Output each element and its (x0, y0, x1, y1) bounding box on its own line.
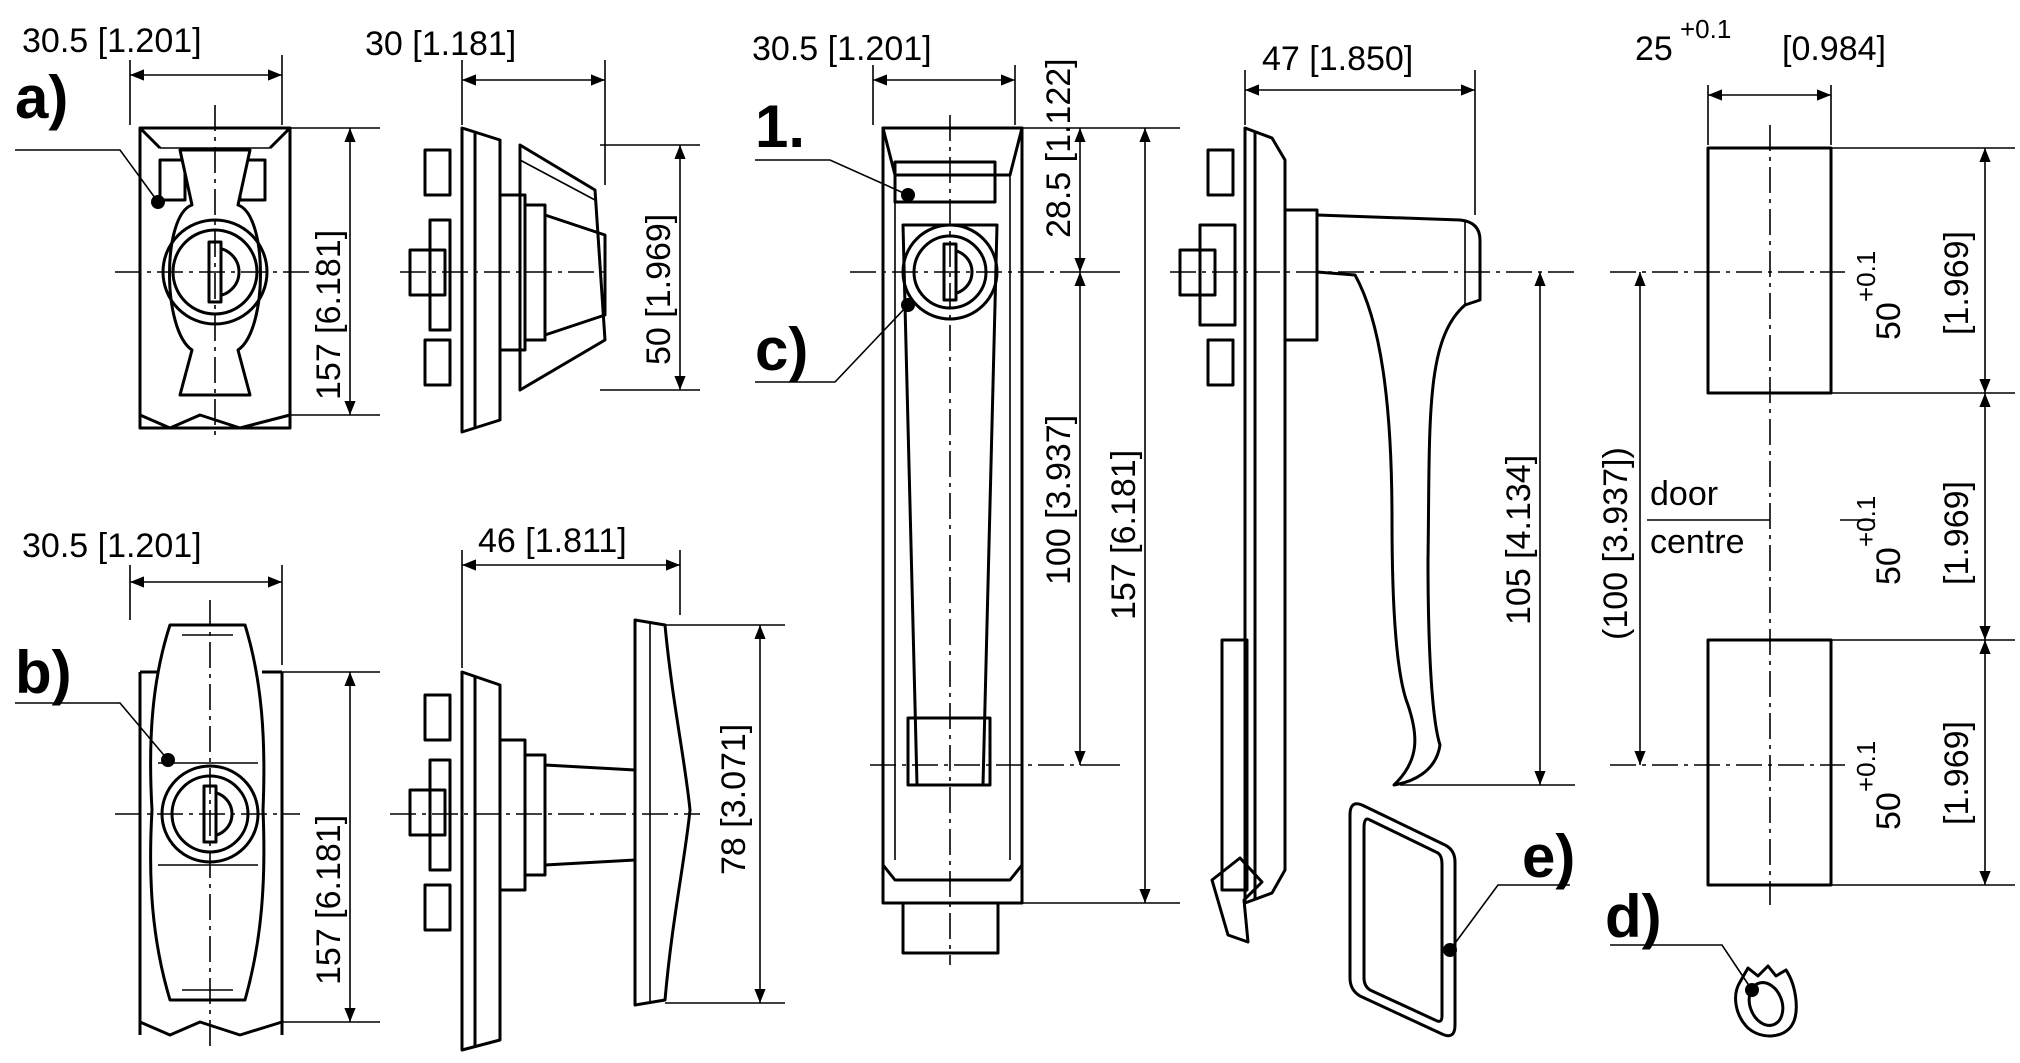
dim-b-width-text: 30.5 [1.201] (22, 527, 202, 565)
dim-cutout-height-2-tol: +0.1 (1851, 496, 1881, 547)
dim-c-mid-text: 100 [3.937] (1040, 415, 1078, 585)
dim-cutout-height-2-value: 50 (1870, 547, 1908, 585)
label-one: 1. (755, 93, 805, 160)
dim-b-height-text: 157 [6.181] (310, 815, 348, 985)
dim-b-width: 30.5 [1.201] (22, 527, 283, 665)
dim-cutout-height-3-tol: +0.1 (1851, 741, 1881, 792)
view-b-front (15, 600, 300, 1050)
view-a-front (15, 105, 320, 440)
dim-a-height: 157 [6.181] (290, 127, 380, 416)
dim-cutout-spacing: (100 [3.937]) (1597, 272, 1646, 765)
dim-b-height: 157 [6.181] (282, 671, 380, 1023)
dim-b-side-height: 78 [3.071] (665, 624, 785, 1004)
dim-c-side-height-text: 105 [4.134] (1500, 455, 1538, 625)
dim-c-total: 157 [6.181] (1022, 128, 1180, 904)
dim-c-side-width-text: 47 [1.850] (1262, 40, 1413, 78)
dim-cutout-width-tol: +0.1 (1680, 14, 1731, 44)
dim-cutout-vertical-chain (1831, 147, 2015, 886)
dim-cutout-height-1-in: [1.969] (1938, 231, 1976, 335)
note-centre: centre (1650, 523, 1745, 561)
dim-cutout-height-3-value: 50 (1870, 792, 1908, 830)
dim-a-side-width-text: 30 [1.181] (365, 25, 516, 63)
dim-cutout-height-2-in: [1.969] (1938, 481, 1976, 585)
dim-cutout-height-1: 50 +0.1 [1.969] (1851, 231, 1976, 340)
dim-a-side-height-text: 50 [1.969] (640, 214, 678, 365)
dim-c-total-text: 157 [6.181] (1105, 450, 1143, 620)
dim-cutout-height-3: 50 +0.1 [1.969] (1851, 721, 1976, 830)
label-d: d) (1605, 883, 1662, 950)
dim-b-side-height-text: 78 [3.071] (715, 724, 753, 875)
note-door: door (1650, 475, 1718, 513)
dim-cutout-spacing-text: (100 [3.937]) (1597, 447, 1635, 640)
view-c-side (1170, 126, 1575, 944)
dim-a-side-height: 50 [1.969] (600, 144, 700, 391)
dim-b-side-width: 46 [1.811] (461, 522, 681, 668)
view-b-side (390, 618, 700, 1052)
dim-c-width-text: 30.5 [1.201] (752, 30, 932, 68)
dim-c-top-text: 28.5 [1.122] (1040, 58, 1078, 238)
view-d-part (1610, 944, 1798, 1038)
dim-cutout-height-1-tol: +0.1 (1851, 251, 1881, 302)
dim-c-side-width: 47 [1.850] (1244, 40, 1476, 215)
dim-c-side-height: 105 [4.134] (1400, 272, 1575, 786)
dim-cutout-height-1-value: 50 (1870, 302, 1908, 340)
dim-cutout-height-2: 50 +0.1 [1.969] (1851, 481, 1976, 585)
label-b: b) (15, 639, 72, 706)
dim-a-height-text: 157 [6.181] (310, 230, 348, 400)
dim-a-width-text: 30.5 [1.201] (22, 22, 202, 60)
dim-c-width: 30.5 [1.201] (752, 30, 1016, 125)
dim-a-side-width: 30 [1.181] (365, 25, 606, 185)
label-e: e) (1522, 823, 1575, 890)
dim-a-width: 30.5 [1.201] (22, 22, 283, 125)
dim-b-side-width-text: 46 [1.811] (478, 522, 627, 560)
dim-cutout-height-3-in: [1.969] (1938, 721, 1976, 825)
view-c-front (755, 115, 1080, 965)
dim-cutout-width: 25 +0.1 [0.984] (1635, 14, 1886, 145)
dim-cutout-width-in: [0.984] (1782, 30, 1886, 68)
view-a-side (400, 126, 610, 434)
label-a: a) (15, 64, 68, 131)
dim-c-top: 28.5 [1.122] (1022, 58, 1180, 766)
view-e-gasket (1348, 802, 1570, 1038)
panel-cutout (1610, 125, 1875, 905)
dim-cutout-width-text: 25 (1635, 30, 1673, 68)
label-c: c) (755, 316, 808, 383)
dim-c-mid: 100 [3.937] (1040, 272, 1086, 765)
